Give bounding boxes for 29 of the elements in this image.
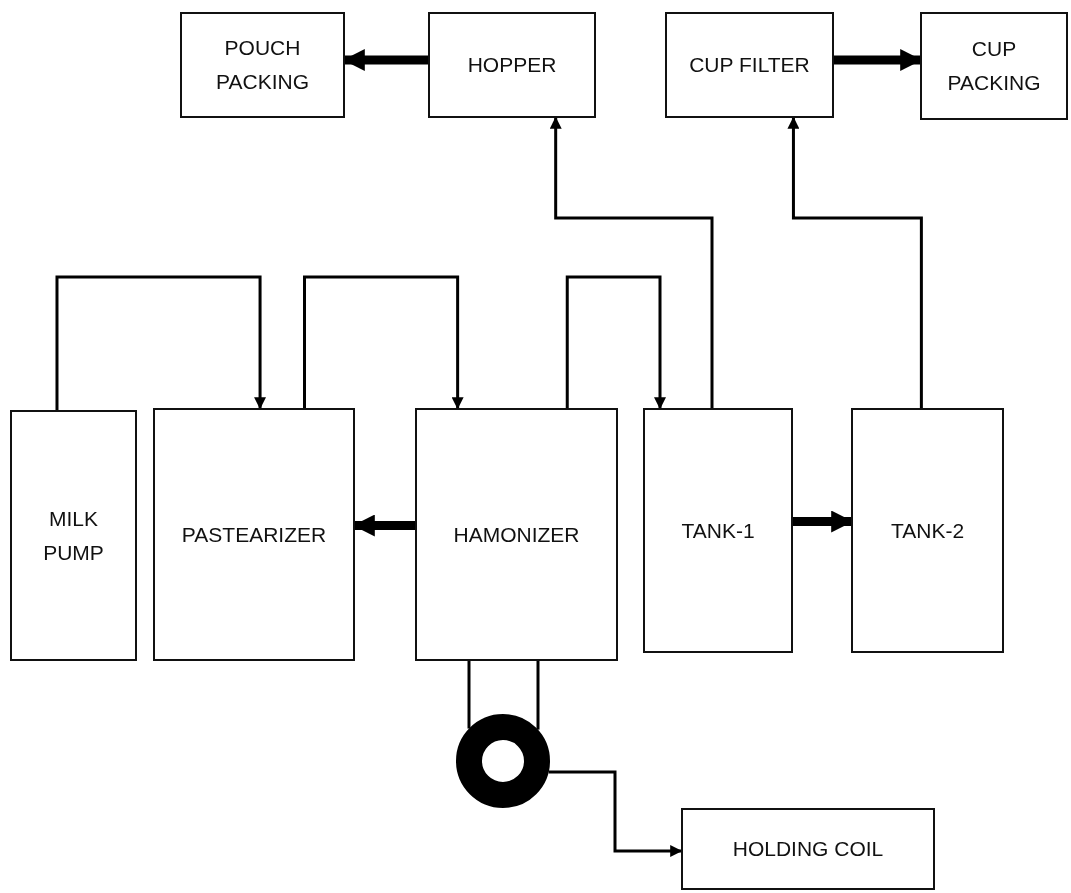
node-label: PASTEARIZER <box>180 521 328 548</box>
process-box <box>851 408 1004 653</box>
node-label: HOPPER <box>466 52 558 79</box>
process-box <box>415 408 618 661</box>
node-label: HAMONIZER <box>452 521 581 548</box>
arrow <box>565 275 666 410</box>
node-label: TANK-2 <box>889 517 966 544</box>
arrow <box>787 116 923 408</box>
node-label: POUCH PACKING <box>215 35 310 95</box>
node-label: HOLDING COIL <box>731 836 885 863</box>
node-label: CUP PACKING <box>946 36 1042 96</box>
ring-symbol <box>456 714 550 808</box>
node-label: MILK PUMP <box>42 505 105 566</box>
process-box <box>153 408 355 661</box>
arrow <box>55 275 267 410</box>
process-box <box>428 12 596 118</box>
process-box <box>681 808 935 890</box>
arrow <box>303 275 464 410</box>
process-box <box>10 410 137 661</box>
arrow <box>549 116 714 408</box>
process-box <box>643 408 793 653</box>
connector-line <box>467 661 471 729</box>
process-box <box>180 12 345 118</box>
process-box <box>920 12 1068 120</box>
node-label: TANK-1 <box>680 517 756 544</box>
arrow <box>548 770 683 857</box>
node-label: CUP FILTER <box>688 52 811 79</box>
process-box <box>665 12 834 118</box>
connector-line <box>536 661 540 730</box>
